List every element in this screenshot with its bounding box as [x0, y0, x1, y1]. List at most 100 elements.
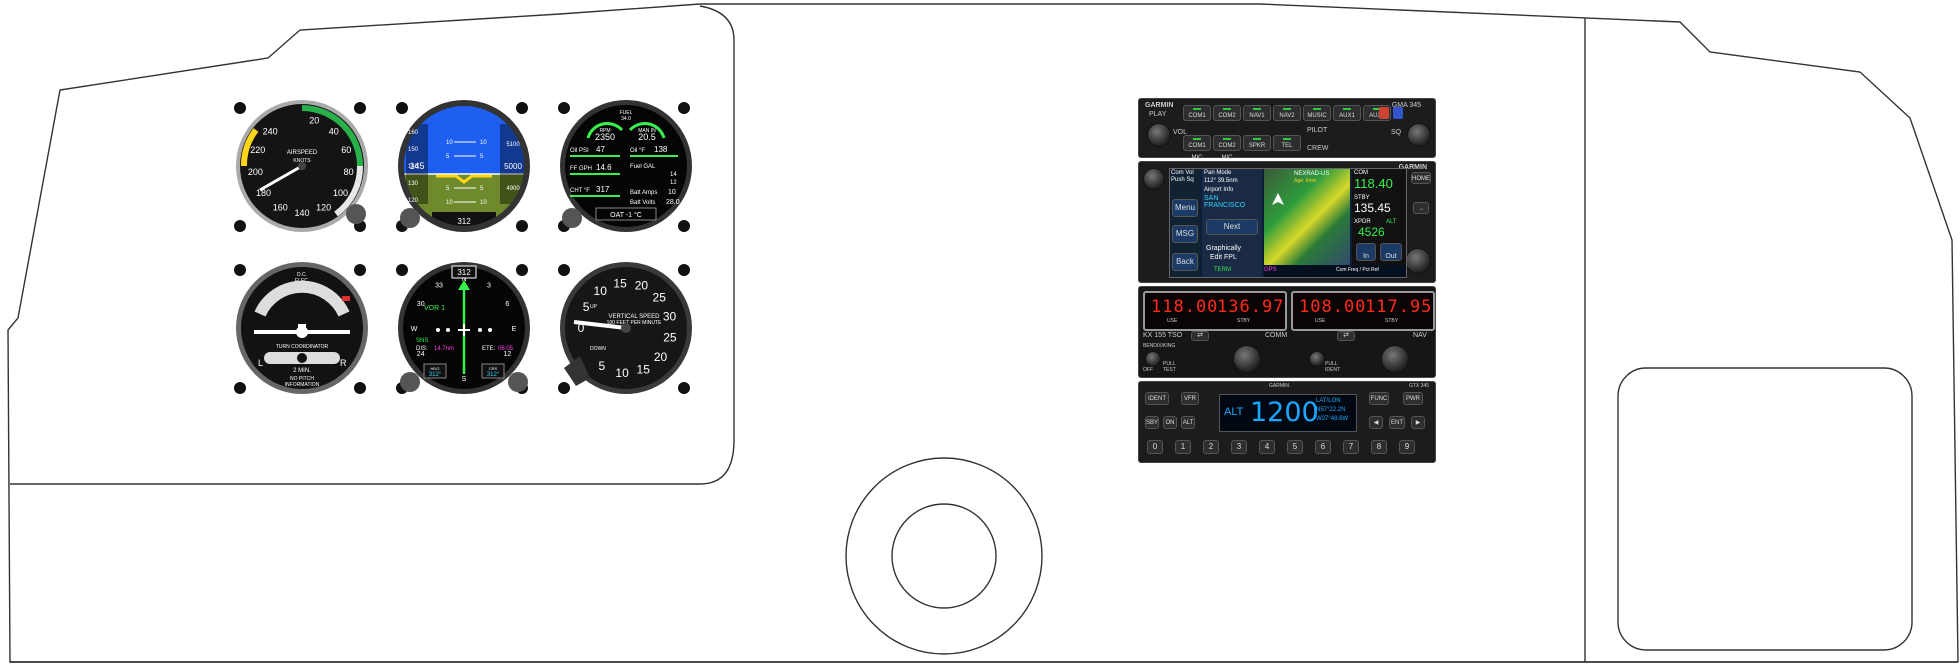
alt-button[interactable]: ALT [1181, 416, 1195, 429]
play-label: PLAY [1149, 111, 1167, 118]
hsi-compass-label-4: 12 [503, 351, 511, 358]
xpdr-digit-4[interactable]: 4 [1259, 440, 1275, 454]
audio-key-music[interactable]: MUSIC [1303, 105, 1331, 121]
xpdr-digit-9[interactable]: 9 [1399, 440, 1415, 454]
adi-heading: 312 [457, 217, 471, 226]
turn-title: TURN COORDINATOR [276, 344, 329, 350]
gtn-gps: GPS [1264, 267, 1277, 273]
hdg-knob[interactable] [400, 372, 420, 392]
adi-knob[interactable] [400, 208, 420, 228]
turn-coordinator: D.C. ELEC. TURN COORDINATOR L R 2 MIN. N… [234, 262, 368, 394]
vsi-label-0: 0 [578, 321, 585, 335]
turn-no-pitch: NO PITCH [290, 376, 314, 382]
xpdr-lat: N57°22.2N [1316, 407, 1346, 413]
audio-key2-spkr[interactable]: SPKR [1243, 135, 1271, 151]
key-label: SPKR [1248, 143, 1266, 149]
vfr-button[interactable]: VFR [1181, 392, 1199, 405]
vsi-label-6: 30 [663, 309, 677, 323]
vsi-label-11: 5 [598, 359, 605, 373]
audio-key-com1[interactable]: COM1 [1183, 105, 1211, 121]
gtn-edit-fpl[interactable]: Edit FPL [1210, 254, 1237, 261]
xpdr-digit-0[interactable]: 0 [1147, 440, 1163, 454]
xpdr-digit-2[interactable]: 2 [1203, 440, 1219, 454]
com-power-knob[interactable] [1145, 351, 1161, 367]
xpdr-digit-1[interactable]: 1 [1175, 440, 1191, 454]
ident-button[interactable]: IDENT [1145, 392, 1169, 405]
left-arrow-button[interactable]: ◀ [1369, 416, 1383, 429]
gtn-nexrad: NEXRAD-US [1294, 171, 1330, 177]
fuel-gal-left: 14 [670, 172, 677, 178]
xpdr-digit-6[interactable]: 6 [1315, 440, 1331, 454]
xpdr-brand: GARMIN [1269, 383, 1289, 389]
hsi-compass-label-11: 33 [435, 283, 443, 290]
indicator-blue [1393, 107, 1403, 119]
hsi-crs-value: 312° [487, 372, 500, 378]
audio-key-com2[interactable]: COM2 [1213, 105, 1241, 121]
func-button[interactable]: FUNC [1369, 392, 1389, 405]
pwr-button[interactable]: PWR [1403, 392, 1423, 405]
vsi-adjust-knob[interactable] [564, 356, 590, 386]
vsi-down: DOWN [590, 346, 606, 352]
nav-vol-knob[interactable] [1309, 351, 1325, 367]
airspeed-tick-0: 20 [309, 116, 319, 126]
key-led [1373, 108, 1381, 110]
gtn-stby-freq[interactable]: 135.45 [1354, 201, 1391, 215]
key-led [1343, 108, 1351, 110]
gtn-com-vol-knob[interactable] [1143, 168, 1165, 190]
turn-right: R [340, 358, 347, 368]
gtn-zoom-in[interactable]: In [1356, 243, 1376, 261]
audio-key2-tel[interactable]: TEL [1273, 135, 1301, 151]
sby-button[interactable]: SBY [1145, 416, 1159, 429]
audio-key-aux1[interactable]: AUX1 [1333, 105, 1361, 121]
right-arrow-button[interactable]: ▶ [1411, 416, 1425, 429]
gtn-next-button[interactable]: Next [1206, 219, 1258, 235]
key-label: COM1 [1188, 113, 1206, 119]
gtn-direct-to-button[interactable]: → [1413, 202, 1429, 214]
xpdr-digit-8[interactable]: 8 [1371, 440, 1387, 454]
audio-key-nav2[interactable]: NAV2 [1273, 105, 1301, 121]
xpdr-digit-7[interactable]: 7 [1343, 440, 1359, 454]
hsi-compass-label-0: N [461, 276, 466, 283]
nav-use-label: USE [1315, 318, 1326, 324]
com-flip-flop-button[interactable]: ⇄ [1191, 331, 1209, 341]
gtn-zoom-out[interactable]: Out [1380, 243, 1402, 261]
xpdr-digit-3[interactable]: 3 [1231, 440, 1247, 454]
engine-knob[interactable] [562, 208, 582, 228]
gtn-home-button[interactable]: HOME [1411, 172, 1431, 184]
audio-key2-com2-mic[interactable]: COM2 MIC [1213, 135, 1241, 161]
gtn-map[interactable]: NEXRAD-US Age: 6min [1264, 169, 1350, 265]
ent-button[interactable]: ENT [1389, 416, 1405, 429]
vsi-label-10: 10 [615, 366, 629, 380]
airspeed-tick-11: 240 [263, 126, 278, 136]
key-led [1193, 138, 1201, 140]
gtn-large-knob[interactable] [1405, 248, 1431, 274]
gtn-menu-button[interactable]: Menu [1172, 199, 1198, 217]
squelch-knob[interactable] [1407, 123, 1431, 147]
off-label: OFF [1143, 367, 1153, 373]
pitch-label-r-3: 10 [480, 200, 487, 206]
gtn-navigator: GARMIN HOME → Com Vol Push Sq Menu MSG B… [1138, 161, 1436, 283]
test-label: TEST [1163, 367, 1176, 373]
tas-knob[interactable] [346, 204, 366, 224]
nav-flip-flop-button[interactable]: ⇄ [1337, 331, 1355, 341]
audio-key-nav1[interactable]: NAV1 [1243, 105, 1271, 121]
com-freq-knob[interactable] [1233, 345, 1261, 373]
volume-knob[interactable] [1147, 123, 1171, 147]
audio-key2-com1-mic[interactable]: COM1 MIC [1183, 135, 1211, 161]
airspeed-tick-6: 140 [294, 208, 309, 218]
xpdr-digit-5[interactable]: 5 [1287, 440, 1303, 454]
cht-label: CHT °F [570, 188, 590, 194]
gtn-xpdr-code[interactable]: 4526 [1358, 225, 1385, 239]
gtn-com-freq[interactable]: 118.40 [1354, 176, 1393, 191]
nav-freq-knob[interactable] [1381, 345, 1409, 373]
hsi-ete: 06:05 [498, 346, 514, 352]
gtn-msg-button[interactable]: MSG [1172, 225, 1198, 243]
oat-readout: OAT -1 °C [610, 211, 642, 219]
crs-knob[interactable] [508, 372, 528, 392]
airspeed-tick-4: 100 [333, 188, 348, 198]
on-button[interactable]: ON [1163, 416, 1177, 429]
gtn-freq-column: COM 118.40 STBY 135.45 XPDR ALT 4526 In … [1352, 169, 1406, 265]
gtn-back-button[interactable]: Back [1172, 253, 1198, 271]
